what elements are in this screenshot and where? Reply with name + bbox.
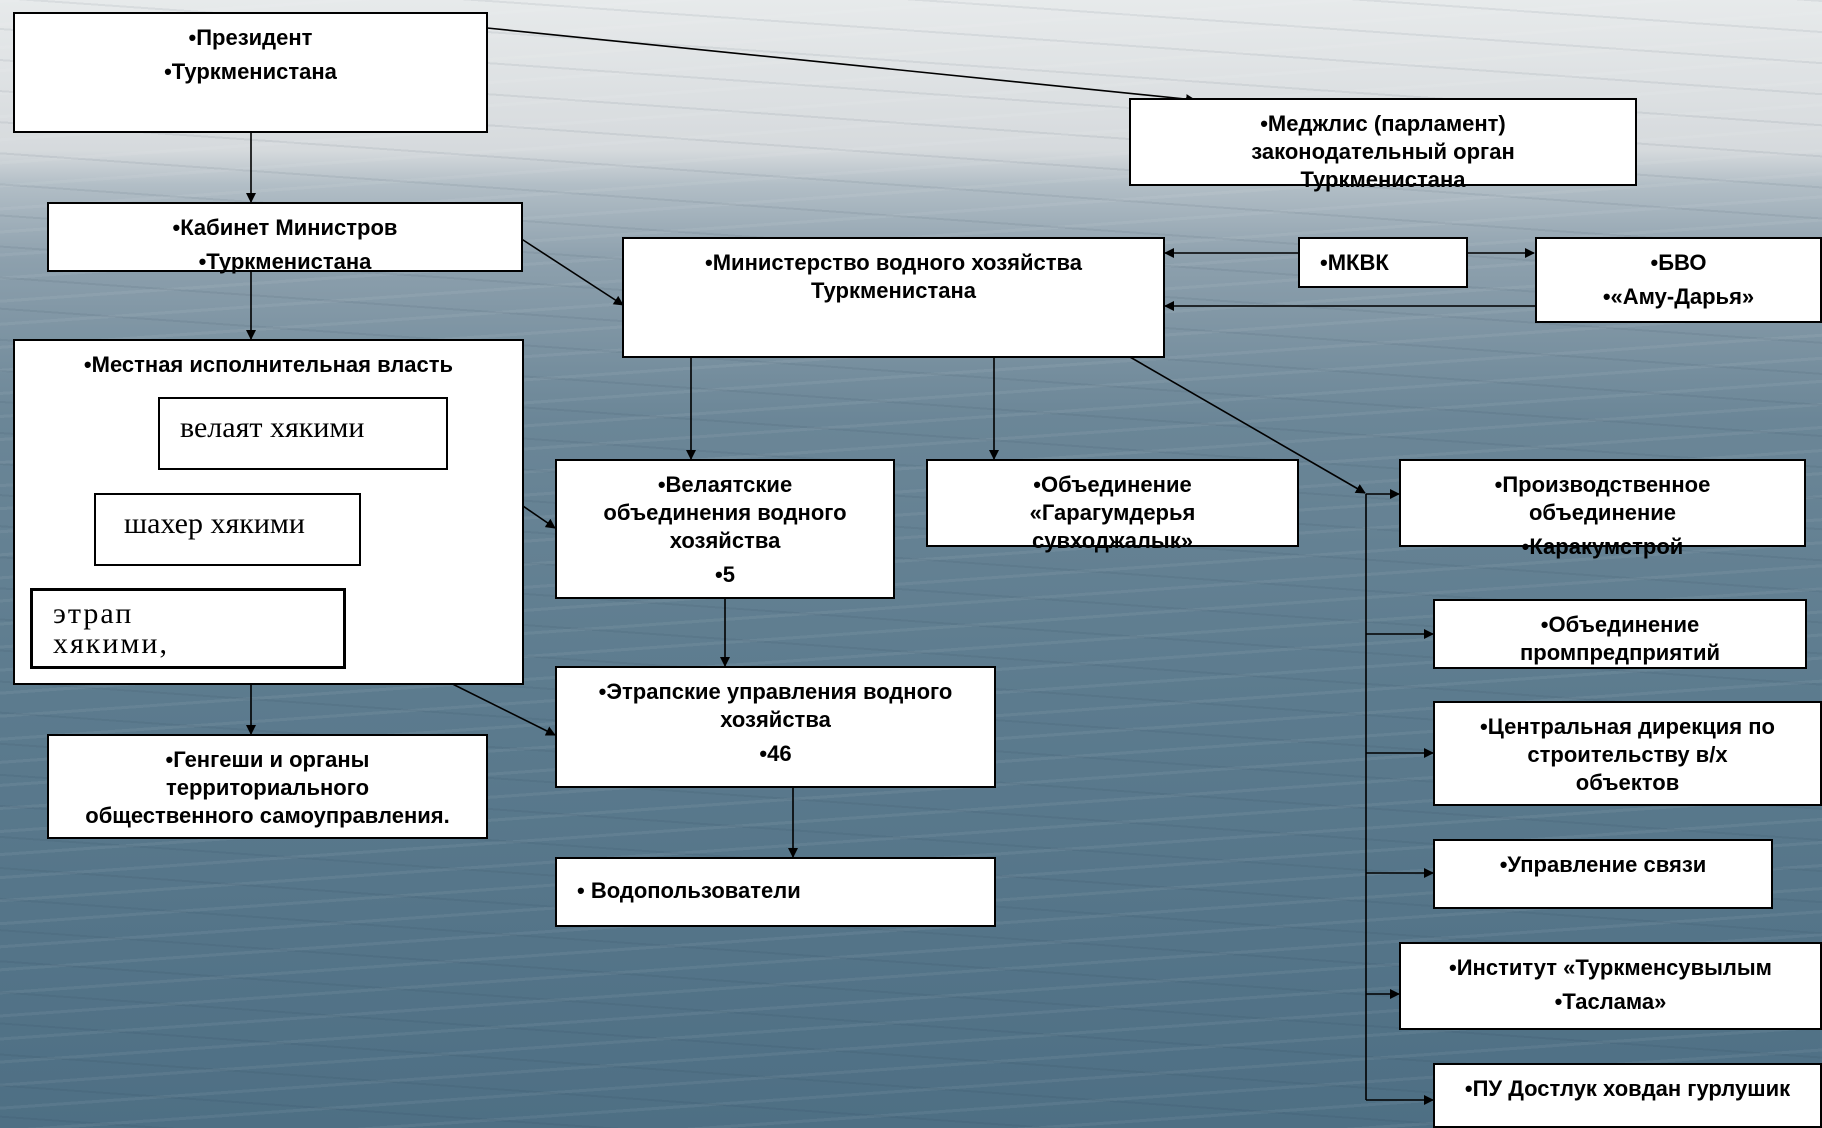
cabinet-line-2: •Туркменистана — [198, 249, 372, 274]
velayat-hyakim-text: велаят хякими — [180, 411, 365, 444]
mkvk-box: •МКВК — [1298, 237, 1468, 288]
bvo-box: •БВО •«Аму-Дарья» — [1535, 237, 1822, 323]
velayat-assoc-line-1: •Велаятские — [657, 472, 793, 497]
svyaz-line-1: •Управление связи — [1499, 852, 1707, 877]
mejlis-line-1: •Меджлис (парламент) — [1260, 111, 1506, 136]
karakum-box: •Производственное объединение •Каракумст… — [1399, 459, 1806, 559]
velayat-assoc-line-4: •5 — [715, 562, 735, 587]
ministry-line-2: Туркменистана — [810, 278, 977, 303]
local-power-title: •Местная исполнительная власть — [83, 352, 454, 377]
karakum-line-2: объединение — [1528, 500, 1677, 525]
bvo-line-1: •БВО — [1650, 250, 1707, 275]
institute-line-2: •Таслама» — [1554, 989, 1667, 1014]
shaher-hyakim-text: шахер хякими — [124, 507, 305, 540]
central-box: •Центральная дирекция по строительству в… — [1433, 701, 1822, 806]
cabinet-box: •Кабинет Министров •Туркменистана — [47, 202, 523, 274]
central-line-2: строительству в/х — [1527, 742, 1728, 767]
central-line-3: объектов — [1575, 770, 1680, 795]
mejlis-box: •Меджлис (парламент) законодательный орг… — [1129, 98, 1637, 192]
velayat-assoc-line-3: хозяйства — [669, 528, 781, 553]
gengeshi-line-3: общественного самоуправления. — [85, 803, 450, 828]
president-line-1: •Президент — [188, 25, 313, 50]
velayat-assoc-line-2: объединения водного — [603, 500, 847, 525]
etrap-hyakim-line-2: хякими, — [53, 627, 169, 660]
garagum-line-3: сувходжалык» — [1032, 528, 1193, 553]
president-line-2: •Туркменистана — [164, 59, 337, 84]
svyaz-box: •Управление связи — [1433, 839, 1773, 909]
arrow-ministry-trunk — [1129, 356, 1366, 494]
gengeshi-line-1: •Генгеши и органы — [165, 747, 370, 772]
velayat-assoc-box: •Велаятские объединения водного хозяйств… — [555, 459, 895, 599]
ministry-box: •Министерство водного хозяйства Туркмени… — [622, 237, 1165, 358]
etrap-hyakim-line-1: этрап — [53, 597, 134, 630]
etrap-mgmt-line-2: хозяйства — [720, 707, 831, 732]
mkvk-line-1: •МКВК — [1320, 250, 1389, 275]
shaher-hyakim-box: шахер хякими — [94, 493, 361, 566]
velayat-hyakim-box: велаят хякими — [158, 397, 448, 470]
cabinet-line-1: •Кабинет Министров — [172, 215, 398, 240]
mejlis-line-2: законодательный орган — [1251, 139, 1515, 164]
mejlis-line-3: Туркменистана — [1300, 167, 1466, 192]
pu-box: •ПУ Достлук ховдан гурлушик — [1433, 1063, 1822, 1128]
karakum-line-1: •Производственное — [1494, 472, 1711, 497]
prom-box: •Объединение промпредприятий — [1433, 599, 1807, 669]
president-box: •Президент •Туркменистана — [13, 12, 488, 133]
water-users-line-1: • Водопользователи — [577, 878, 801, 903]
garagum-line-1: •Объединение — [1033, 472, 1192, 497]
institute-line-1: •Институт «Туркменсувылым — [1449, 955, 1772, 980]
institute-box: •Институт «Туркменсувылым •Таслама» — [1399, 942, 1822, 1030]
gengeshi-box: •Генгеши и органы территориального общес… — [47, 734, 488, 839]
arrow-president-mejlis — [486, 27, 1196, 105]
etrap-mgmt-line-1: •Этрапские управления водного — [598, 679, 953, 704]
prom-line-2: промпредприятий — [1520, 640, 1720, 665]
bvo-line-2: •«Аму-Дарья» — [1602, 284, 1755, 309]
etrap-mgmt-line-3: •46 — [759, 741, 792, 766]
water-users-box: • Водопользователи — [555, 857, 996, 927]
ministry-line-1: •Министерство водного хозяйства — [705, 250, 1082, 275]
gengeshi-line-2: территориального — [165, 775, 370, 800]
pu-line-1: •ПУ Достлук ховдан гурлушик — [1464, 1076, 1791, 1101]
prom-line-1: •Объединение — [1540, 612, 1700, 637]
central-line-1: •Центральная дирекция по — [1480, 714, 1775, 739]
arrow-cabinet-ministry — [519, 237, 624, 306]
karakum-line-3: •Каракумстрой — [1521, 534, 1684, 559]
garagum-line-2: «Гарагумдерья — [1029, 500, 1196, 525]
garagum-box: •Объединение «Гарагумдерья сувходжалык» — [926, 459, 1299, 553]
etrap-hyakim-box: этрап хякими, — [30, 588, 346, 669]
etrap-mgmt-box: •Этрапские управления водного хозяйства … — [555, 666, 996, 788]
